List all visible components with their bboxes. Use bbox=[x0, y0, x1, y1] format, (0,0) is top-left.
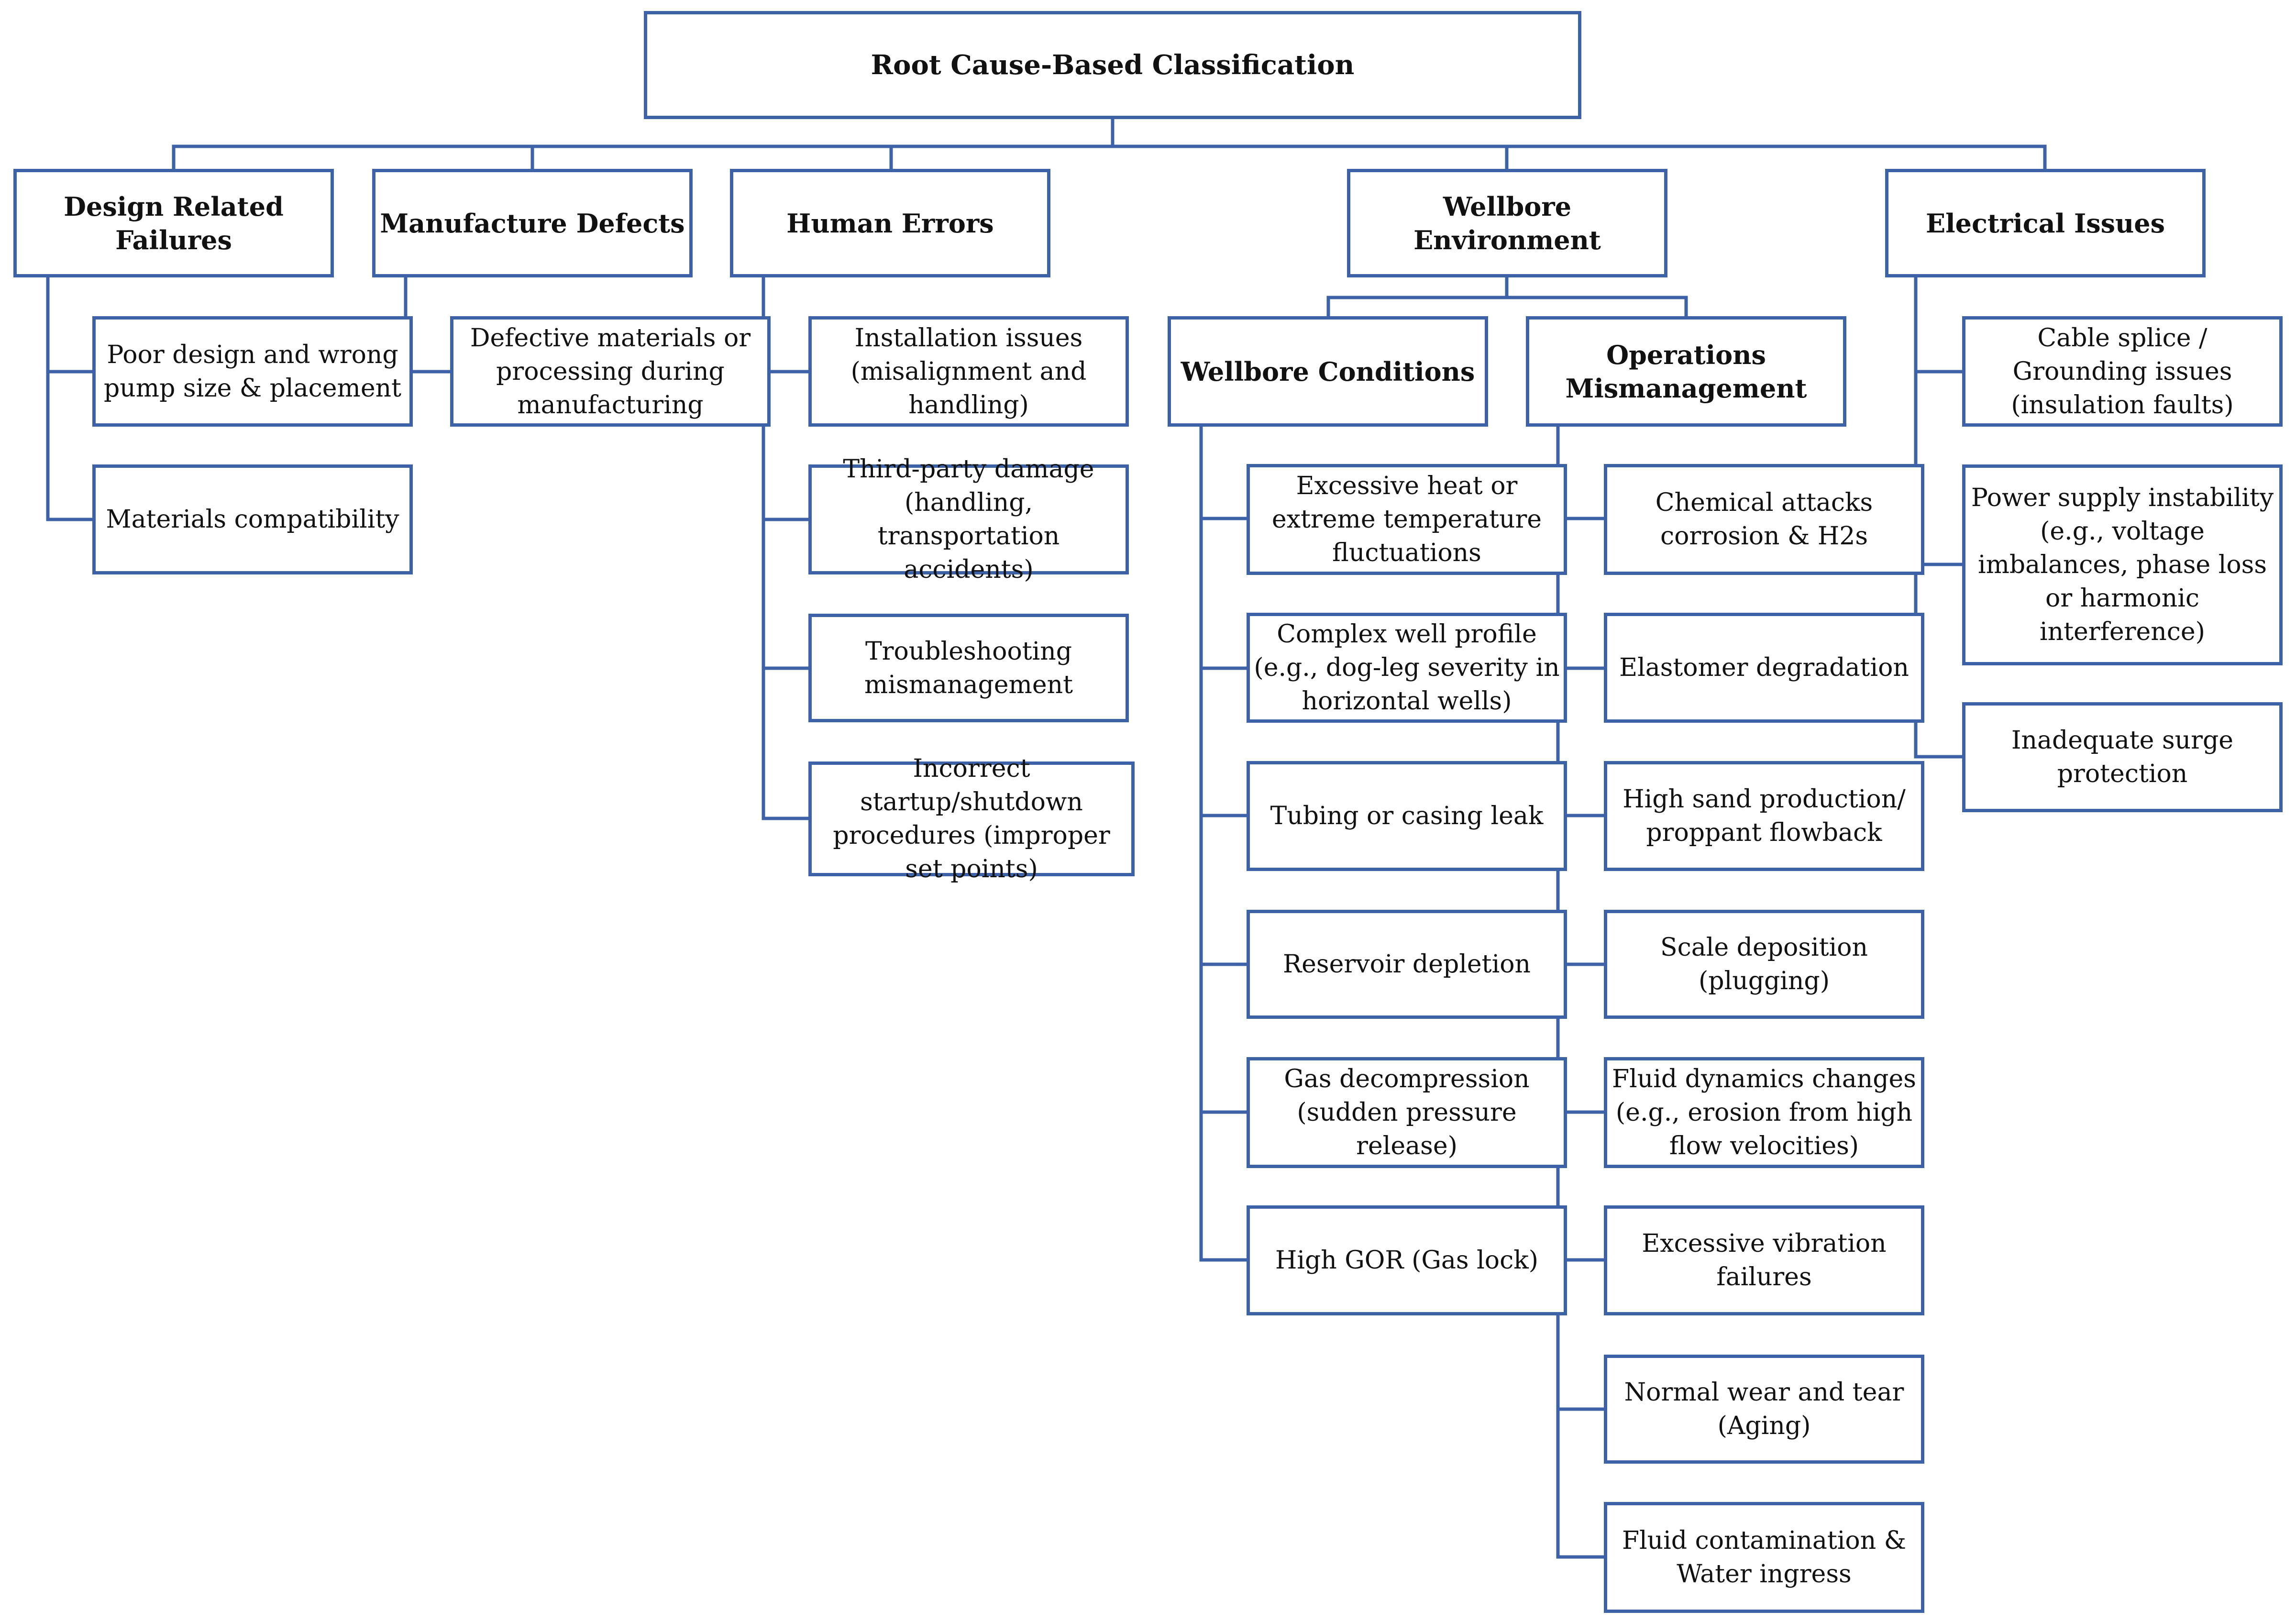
manufacture-item: Defective materials or processing during… bbox=[450, 316, 771, 427]
item-label: High sand production/ proppant flowback bbox=[1623, 785, 1906, 847]
item-label: Complex well profile (e.g., dog-leg seve… bbox=[1254, 620, 1560, 716]
operations-item: Elastomer degradation bbox=[1604, 613, 1924, 723]
item-label: Power supply instability (e.g., voltage … bbox=[1971, 484, 2274, 646]
condition-item: Gas decompression (sudden pressure relea… bbox=[1247, 1057, 1567, 1168]
condition-item: Excessive heat or extreme temperature fl… bbox=[1247, 464, 1567, 575]
item-label: Fluid dynamics changes (e.g., erosion fr… bbox=[1612, 1065, 1916, 1160]
operations-item: Fluid contamination & Water ingress bbox=[1604, 1502, 1924, 1613]
category-label: Human Errors bbox=[786, 208, 994, 239]
condition-item: Tubing or casing leak bbox=[1247, 761, 1567, 871]
subcategory-label: Operations Mismanagement bbox=[1565, 339, 1807, 404]
item-label: Excessive heat or extreme temperature fl… bbox=[1271, 472, 1542, 567]
category-manufacture: Manufacture Defects bbox=[372, 169, 693, 277]
category-label: Manufacture Defects bbox=[380, 208, 685, 239]
root-node: Root Cause-Based Classification bbox=[644, 11, 1581, 119]
category-label: Electrical Issues bbox=[1925, 208, 2165, 239]
design-item: Poor design and wrong pump size & placem… bbox=[92, 316, 413, 427]
operations-item: High sand production/ proppant flowback bbox=[1604, 761, 1924, 871]
subcategory-label: Wellbore Conditions bbox=[1181, 356, 1475, 387]
item-label: Normal wear and tear (Aging) bbox=[1624, 1378, 1904, 1440]
subcategory-operations-mismanagement: Operations Mismanagement bbox=[1526, 316, 1846, 427]
item-label: Third-party damage (handling, transporta… bbox=[843, 455, 1094, 584]
item-label: Reservoir depletion bbox=[1282, 950, 1531, 979]
item-label: Tubing or casing leak bbox=[1270, 802, 1544, 830]
category-design: Design Related Failures bbox=[13, 169, 334, 277]
item-label: High GOR (Gas lock) bbox=[1275, 1246, 1539, 1275]
root-label: Root Cause-Based Classification bbox=[871, 49, 1355, 81]
condition-item: High GOR (Gas lock) bbox=[1247, 1205, 1567, 1315]
design-item: Materials compatibility bbox=[92, 464, 413, 574]
item-label: Materials compatibility bbox=[106, 505, 399, 534]
item-label: Scale deposition (plugging) bbox=[1660, 933, 1868, 995]
item-label: Fluid contamination & Water ingress bbox=[1622, 1526, 1907, 1589]
operations-item: Scale deposition (plugging) bbox=[1604, 910, 1924, 1019]
subcategory-wellbore-conditions: Wellbore Conditions bbox=[1168, 316, 1488, 427]
item-label: Gas decompression (sudden pressure relea… bbox=[1284, 1065, 1530, 1160]
category-human: Human Errors bbox=[730, 169, 1050, 277]
condition-item: Complex well profile (e.g., dog-leg seve… bbox=[1247, 613, 1567, 723]
item-label: Inadequate surge protection bbox=[2011, 726, 2234, 788]
item-label: Excessive vibration failures bbox=[1642, 1229, 1887, 1291]
human-item: Third-party damage (handling, transporta… bbox=[808, 455, 1129, 584]
item-label: Troubleshooting mismanagement bbox=[864, 637, 1073, 699]
category-electrical: Electrical Issues bbox=[1885, 169, 2206, 277]
category-label: Design Related Failures bbox=[64, 191, 284, 255]
item-label: Elastomer degradation bbox=[1619, 653, 1909, 682]
item-label: Chemical attacks corrosion & H2s bbox=[1655, 488, 1873, 551]
human-item: Troubleshooting mismanagement bbox=[808, 614, 1129, 722]
human-item: Incorrect startup/shutdown procedures (i… bbox=[808, 754, 1135, 883]
item-label: Cable splice / Grounding issues (insulat… bbox=[2011, 323, 2234, 419]
operations-item: Fluid dynamics changes (e.g., erosion fr… bbox=[1604, 1057, 1924, 1168]
item-label: Incorrect startup/shutdown procedures (i… bbox=[833, 754, 1110, 883]
condition-item: Reservoir depletion bbox=[1247, 910, 1567, 1019]
electrical-item: Cable splice / Grounding issues (insulat… bbox=[1962, 316, 2283, 427]
operations-item: Normal wear and tear (Aging) bbox=[1604, 1355, 1924, 1464]
category-wellbore: Wellbore Environment bbox=[1347, 169, 1667, 277]
category-label: Wellbore Environment bbox=[1413, 191, 1601, 255]
electrical-item: Inadequate surge protection bbox=[1962, 702, 2283, 812]
item-label: Installation issues (misalignment and ha… bbox=[850, 323, 1087, 419]
operations-item: Chemical attacks corrosion & H2s bbox=[1604, 464, 1924, 575]
item-label: Defective materials or processing during… bbox=[470, 323, 751, 419]
operations-item: Excessive vibration failures bbox=[1604, 1205, 1924, 1315]
human-item: Installation issues (misalignment and ha… bbox=[808, 316, 1129, 427]
item-label: Poor design and wrong pump size & placem… bbox=[103, 340, 402, 403]
electrical-item: Power supply instability (e.g., voltage … bbox=[1962, 464, 2283, 665]
